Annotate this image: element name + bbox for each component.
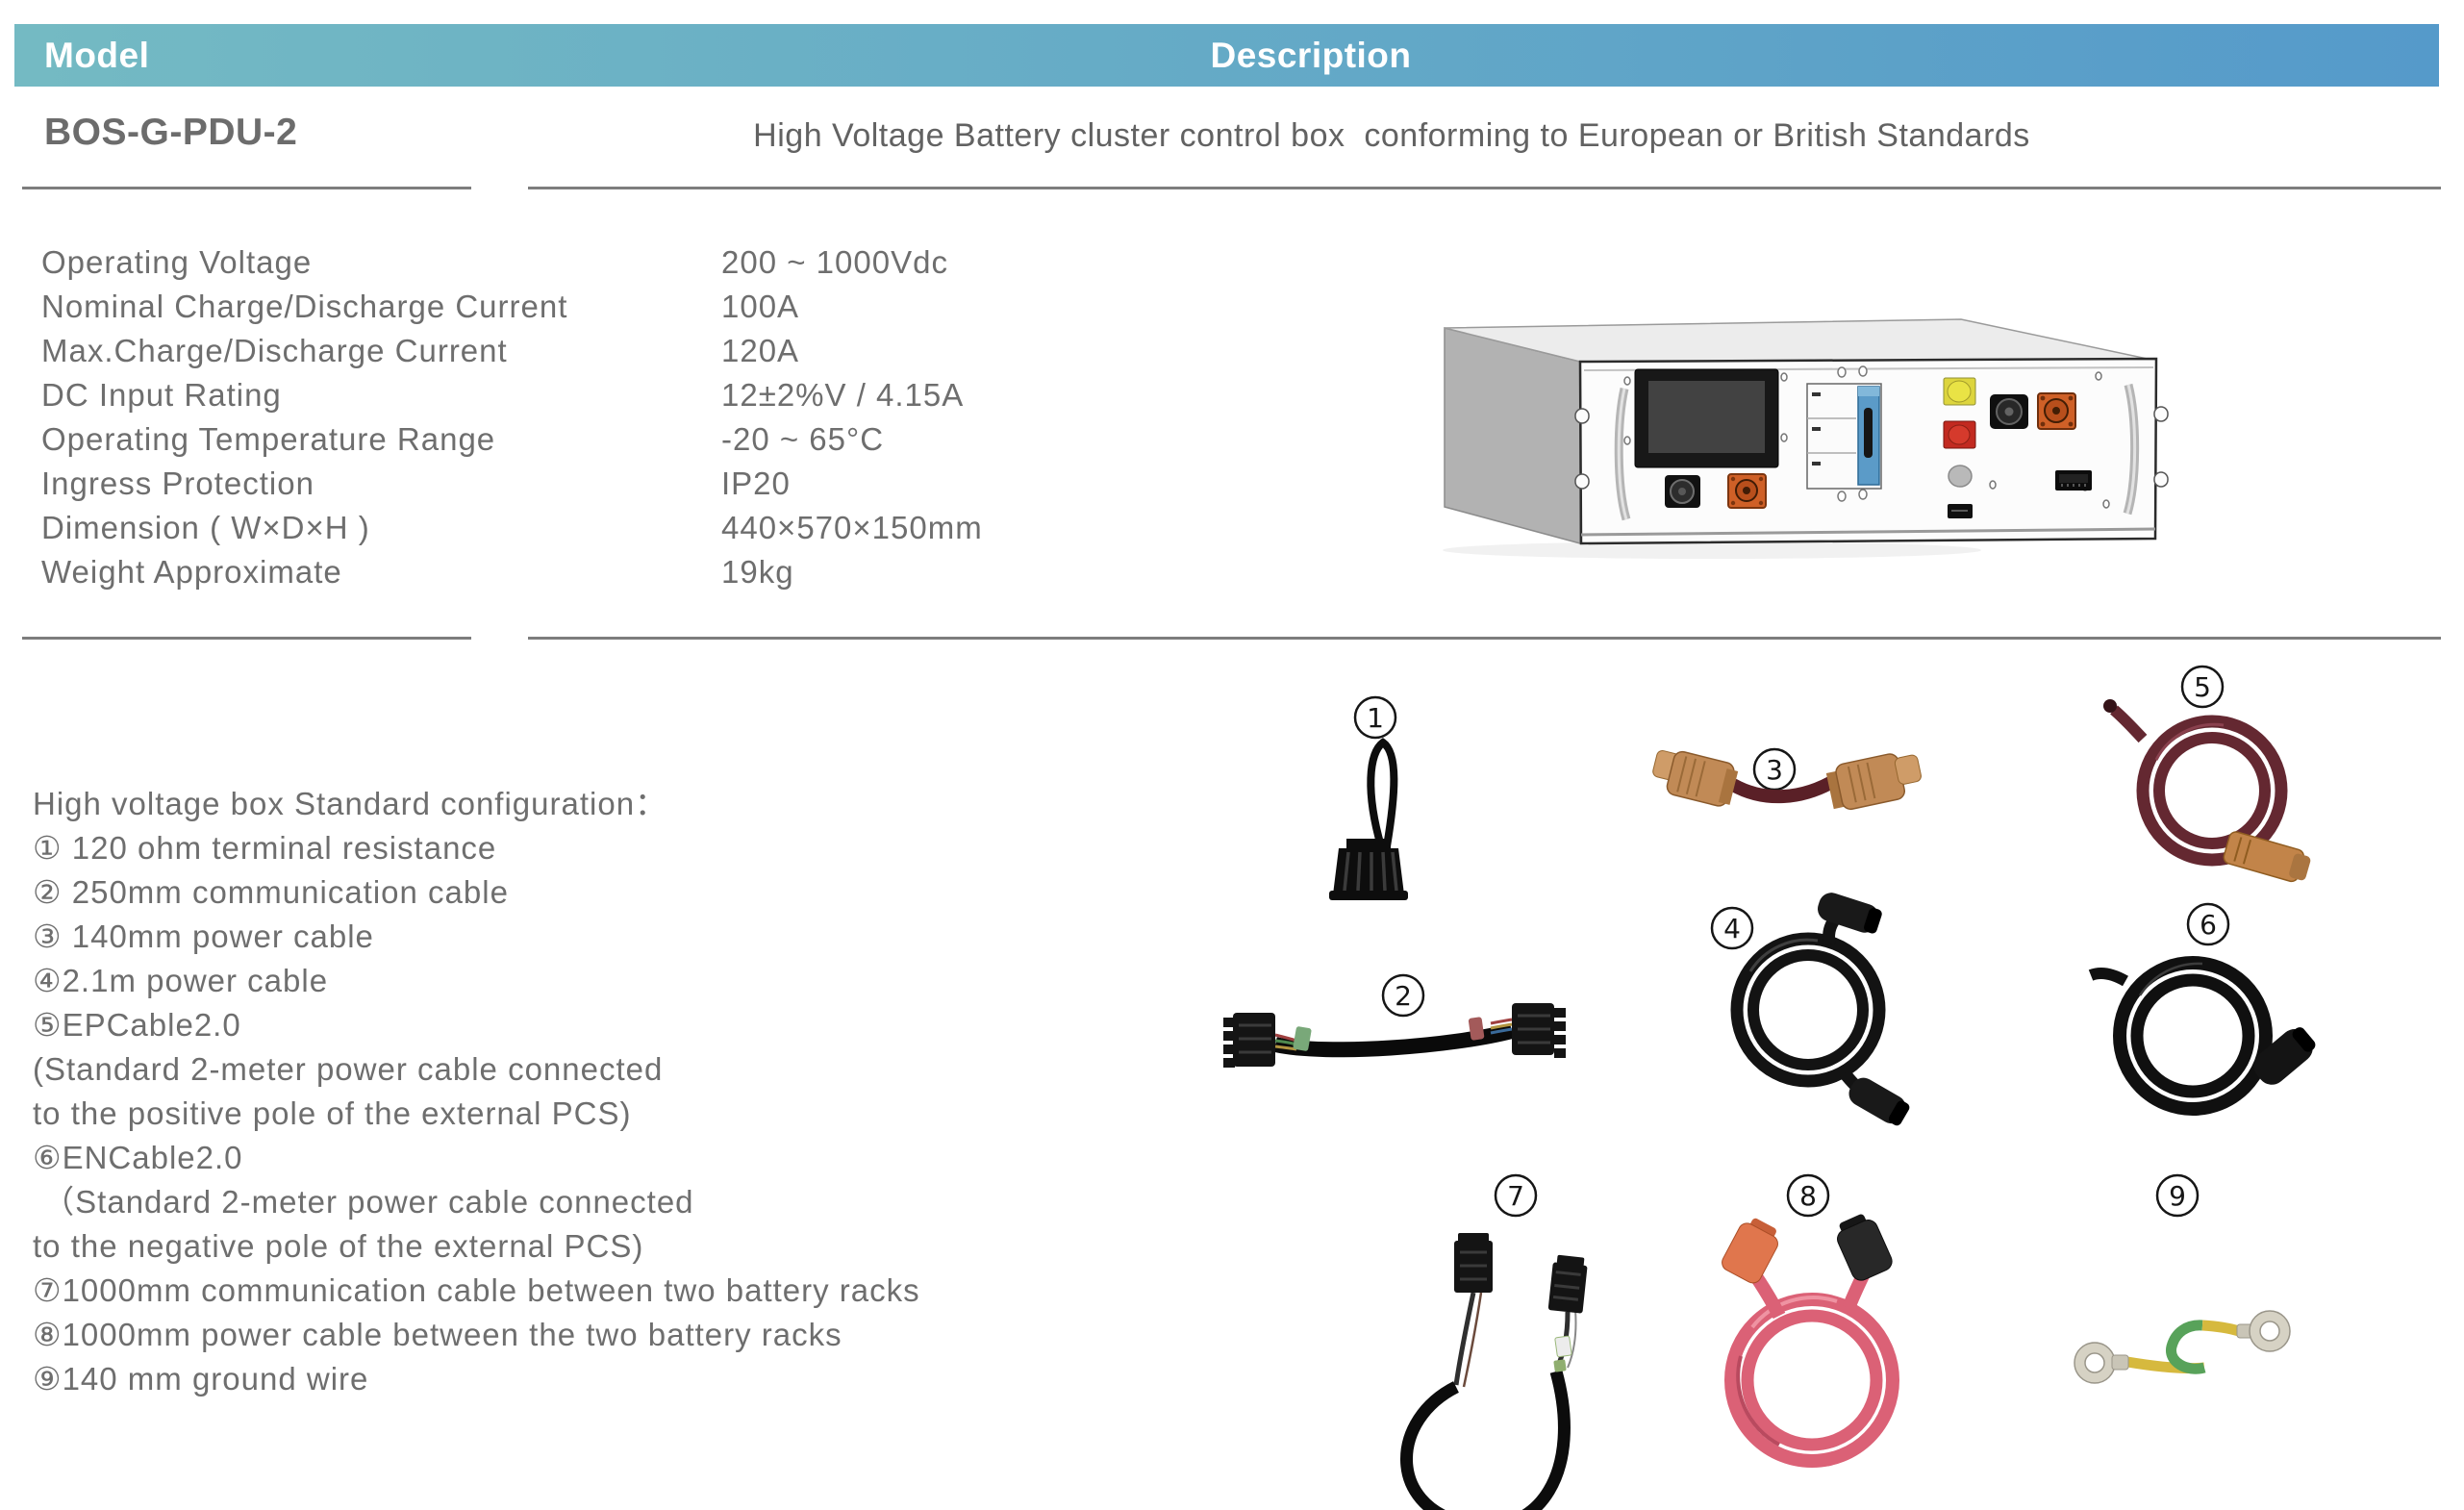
spec-row: Operating Temperature Range -20 ~ 65°C — [41, 417, 983, 462]
figure-number-badge — [2155, 1173, 2200, 1218]
round-connector-icon — [1990, 394, 2028, 429]
yellow-button — [1943, 377, 1976, 406]
figure-number-badge — [1381, 973, 1425, 1018]
spec-label: Dimension ( W×D×H ) — [41, 510, 370, 545]
spec-row: Nominal Charge/Discharge Current 100A — [41, 285, 983, 329]
spec-label: Ingress Protection — [41, 466, 314, 501]
divider-top-left — [22, 187, 471, 189]
config-line: ⑧1000mm power cable between the two batt… — [33, 1317, 842, 1352]
spec-value: 12±2%V / 4.15A — [721, 377, 965, 413]
spec-value: 19kg — [721, 554, 794, 590]
control-box-illustration — [1443, 318, 2169, 559]
figure-number-badge — [1752, 747, 1797, 792]
standard-configuration-list: High voltage box Standard configuration：… — [33, 782, 920, 1401]
divider-bottom-right — [528, 637, 2441, 640]
spec-row: DC Input Rating 12±2%V / 4.15A — [41, 373, 983, 417]
spec-label: Operating Voltage — [41, 244, 313, 280]
red-button — [1943, 420, 1976, 449]
spec-label: DC Input Rating — [41, 377, 282, 413]
figure-number-badge — [1353, 695, 1397, 740]
svg-text:4: 4 — [1723, 913, 1741, 944]
spec-value: IP20 — [721, 466, 791, 501]
spec-value: 120A — [721, 333, 800, 368]
spec-value: -20 ~ 65°C — [721, 421, 885, 457]
figure-ground-wire: 9 — [2074, 1173, 2291, 1384]
spec-label: Max.Charge/Discharge Current — [41, 333, 508, 368]
circuit-breaker — [1806, 383, 1882, 490]
figure-terminal-resistance: 1 — [1329, 695, 1408, 900]
figure-number-badge — [1494, 1173, 1538, 1218]
divider-bottom-left — [22, 637, 471, 640]
config-line: ③ 140mm power cable — [33, 919, 374, 954]
spec-row: Operating Voltage 200 ~ 1000Vdc — [41, 240, 983, 285]
spec-label: Weight Approximate — [41, 554, 342, 590]
figure-rack-communication-cable: 7 — [1400, 1173, 1588, 1510]
mounting-notches — [1574, 406, 2169, 490]
figure-power-cable-2-1m: 4 — [1710, 893, 1910, 1126]
comm-port — [2055, 470, 2092, 491]
lcd-screen-glass — [1648, 381, 1765, 453]
spec-row: Max.Charge/Discharge Current 120A — [41, 329, 983, 373]
description-column-header: Description — [1210, 36, 1412, 75]
figure-communication-cable-250mm: 2 — [1223, 973, 1566, 1068]
figure-number-badge — [1786, 1173, 1830, 1218]
spec-value: 100A — [721, 289, 800, 324]
accessory-figures: 1 2 — [1223, 665, 2316, 1510]
table-header-row: Model Description — [14, 24, 2439, 87]
spec-label: Operating Temperature Range — [41, 421, 496, 457]
spec-value: 440×570×150mm — [721, 510, 983, 545]
device-shadow — [1443, 541, 1981, 559]
config-line: ⑦1000mm communication cable between two … — [33, 1272, 920, 1308]
orange-connector-icon — [1727, 473, 1767, 509]
model-column-header: Model — [44, 36, 150, 75]
config-line: (Standard 2-meter power cable connected — [33, 1051, 664, 1087]
svg-text:6: 6 — [2200, 909, 2217, 941]
figure-number-badge — [2180, 665, 2225, 709]
figure-epcable: 5 — [2103, 665, 2311, 883]
divider-top-right — [528, 187, 2441, 189]
config-line: ② 250mm communication cable — [33, 874, 509, 910]
config-line: ① 120 ohm terminal resistance — [33, 830, 497, 866]
config-line: ⑥ENCable2.0 — [33, 1140, 243, 1175]
ring-terminal-icon — [2236, 1310, 2291, 1352]
spec-row: Dimension ( W×D×H ) 440×570×150mm — [41, 506, 983, 550]
config-title: High voltage box Standard configuration： — [33, 786, 668, 821]
config-line: to the negative pole of the external PCS… — [33, 1228, 644, 1264]
spec-value: 200 ~ 1000Vdc — [721, 244, 948, 280]
ring-terminal-icon — [2074, 1342, 2129, 1384]
round-connector-icon — [1665, 475, 1700, 508]
svg-text:3: 3 — [1766, 754, 1783, 786]
figure-power-cable-140mm: 3 — [1652, 747, 1922, 811]
gray-knob — [1948, 465, 1973, 488]
figure-encable: 6 — [2088, 902, 2316, 1116]
figure-number-badge — [2186, 902, 2230, 946]
spec-row: Weight Approximate 19kg — [41, 550, 983, 594]
orange-connector-icon — [2037, 392, 2076, 430]
config-line: to the positive pole of the external PCS… — [33, 1095, 632, 1131]
device-left-face — [1444, 327, 1581, 544]
svg-text:7: 7 — [1507, 1180, 1524, 1212]
svg-text:5: 5 — [2194, 671, 2211, 703]
spec-table: Operating Voltage 200 ~ 1000Vdc Nominal C… — [41, 240, 983, 594]
figure-number-badge — [1710, 906, 1754, 950]
spec-row: Ingress Protection IP20 — [41, 462, 983, 506]
config-line: （Standard 2-meter power cable connected — [33, 1184, 694, 1220]
product-model: BOS-G-PDU-2 — [44, 112, 298, 153]
svg-text:8: 8 — [1799, 1180, 1817, 1212]
config-line: ④2.1m power cable — [33, 963, 329, 998]
svg-text:9: 9 — [2169, 1180, 2186, 1212]
spec-label: Nominal Charge/Discharge Current — [41, 289, 568, 324]
svg-text:2: 2 — [1395, 980, 1412, 1012]
figure-rack-power-cable: 8 — [1722, 1173, 1899, 1468]
config-line: ⑤EPCable2.0 — [33, 1007, 241, 1043]
svg-text:1: 1 — [1367, 702, 1384, 734]
config-line: ⑨140 mm ground wire — [33, 1361, 369, 1397]
product-description: High Voltage Battery cluster control box… — [753, 117, 2030, 154]
small-port — [1948, 504, 1973, 518]
